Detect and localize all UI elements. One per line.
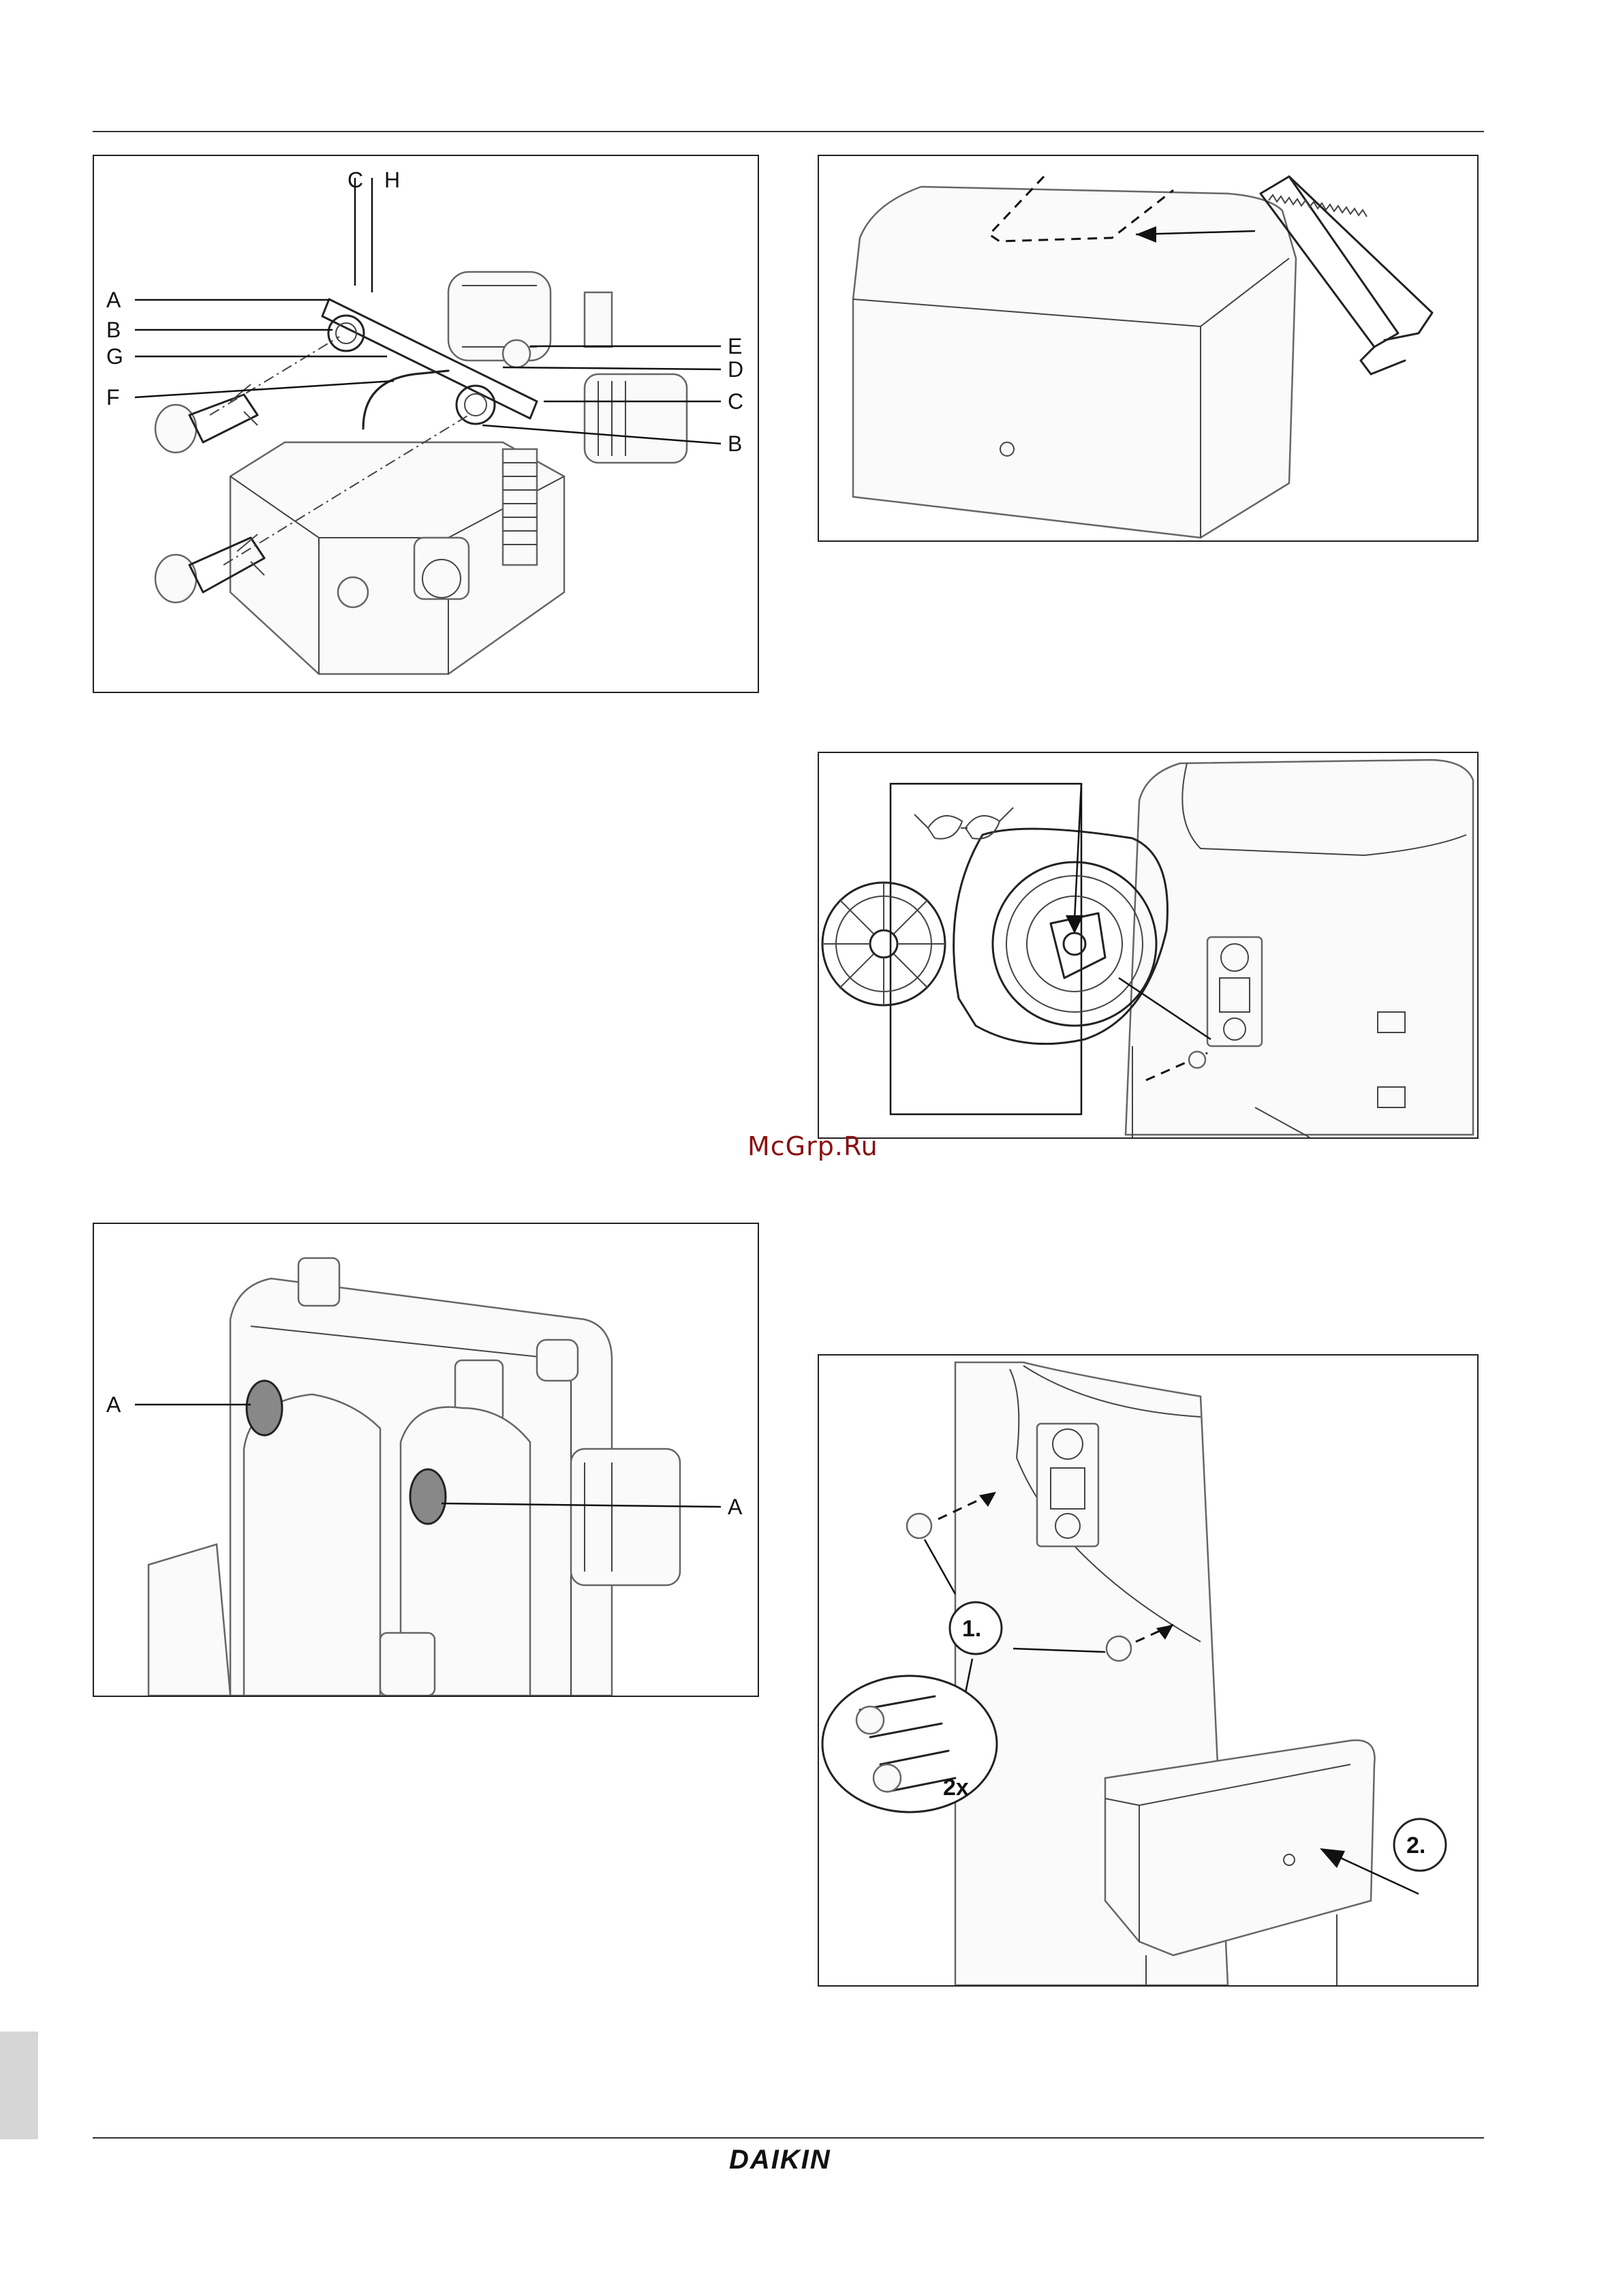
cover-cutout-drawing [819,156,1477,540]
label-h: H [384,168,400,192]
screw-quantity: 2x [943,1775,969,1801]
header-rule [93,131,1484,132]
label-c-right: C [728,389,743,414]
label-cap-a-right: A [728,1495,743,1519]
hydro-module-figure: C H A B G F E D C B [93,155,759,693]
label-a: A [106,288,121,312]
label-g: G [106,344,123,369]
label-e: E [728,334,742,358]
caps-figure: A A [93,1223,759,1697]
step-two-label: 2. [1406,1833,1425,1858]
footer-brand-logo: DAIKIN [729,2145,831,2175]
footer-rule [93,2137,1484,2139]
label-b-left: B [106,318,121,342]
label-b-right: B [728,431,742,456]
label-f: F [106,385,120,410]
label-cap-a-left: A [106,1392,121,1417]
cover-cutout-figure [818,155,1479,542]
side-section-tab [0,2032,38,2139]
step-one-label: 1. [962,1616,981,1642]
interface-bezel-drawing [819,753,1477,1137]
label-c-top: C [347,168,363,192]
hydro-module-drawing: C H A B G F E D C B [94,156,758,692]
watermark: McGrp.Ru [747,1131,878,1161]
interface-bezel-figure [818,752,1479,1139]
reinstall-cover-figure: 1. 2x 2. [818,1354,1479,1987]
reinstall-cover-drawing: 1. 2x 2. [819,1356,1477,1985]
caps-drawing: A A [94,1224,758,1696]
label-d: D [728,357,743,382]
